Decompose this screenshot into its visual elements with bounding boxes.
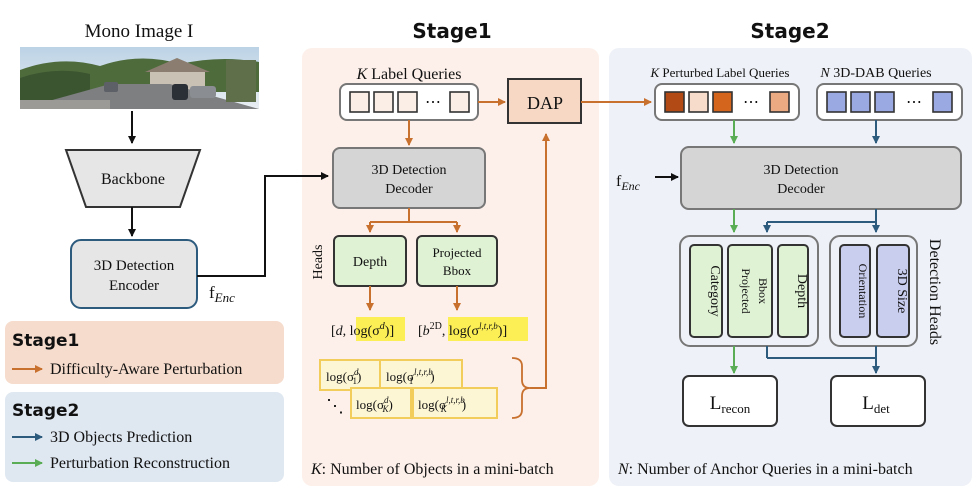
heads-label: Heads	[311, 245, 326, 280]
encoder-line1: 3D Detection	[94, 258, 175, 274]
stage1-depth-label: Depth	[353, 255, 387, 270]
category-label: Category	[707, 265, 722, 316]
stage2-projected-label: Projected	[739, 268, 753, 313]
query-ellipsis-1: ⋯	[425, 94, 441, 111]
legend-stage2-box	[5, 392, 284, 482]
mono-image-thumbnail	[20, 47, 259, 109]
perturbed-query-tokens	[664, 91, 790, 113]
fenc-label-right: fEnc	[616, 173, 641, 193]
stage1-decoder-block	[332, 147, 486, 209]
bbox-out-highlight	[448, 317, 528, 341]
legend-stage2-item1: 3D Objects Prediction	[50, 429, 192, 446]
stage1-decoder-line2: Decoder	[385, 182, 433, 197]
backbone-label: Backbone	[101, 171, 165, 188]
dap-block	[507, 78, 582, 124]
query-ellipsis-3: ⋯	[906, 94, 922, 111]
stage2-decoder-line1: 3D Detection	[763, 163, 838, 178]
legend-stage1-title: Stage1	[12, 331, 79, 351]
mono-image-title: Mono Image I	[85, 21, 194, 42]
legend-stage1-item: Difficulty-Aware Perturbation	[50, 361, 242, 378]
legend-stage1-box	[5, 321, 284, 384]
orientation-label: Orientation	[856, 264, 870, 319]
reconstruction-heads-group	[679, 235, 819, 347]
size3d-head	[876, 244, 910, 338]
detection-encoder-block	[70, 239, 198, 309]
legend-stage2-title: Stage2	[12, 401, 79, 421]
l-recon-label: Lrecon	[710, 393, 751, 416]
perturbed-queries-label: K Perturbed Label Queries	[650, 65, 790, 80]
dap-label: DAP	[527, 93, 563, 113]
l-det-box	[830, 375, 926, 427]
legend-stage2-item2: Perturbation Reconstruction	[50, 455, 230, 472]
stage2-depth-head	[777, 244, 809, 338]
stage2-footnote: N: Number of Anchor Queries in a mini-ba…	[617, 461, 913, 478]
uncertainty-table	[319, 359, 498, 419]
stage2-bbox-label: Bbox	[756, 278, 770, 304]
dab-query-tokens	[826, 91, 953, 113]
prediction-heads-group	[829, 235, 918, 347]
detection-heads-label: Detection Heads	[926, 239, 943, 345]
stage1-projected-label: Projected	[432, 245, 482, 260]
stage2-projected-bbox-head	[727, 244, 773, 338]
category-head	[689, 244, 723, 338]
query-ellipsis-2: ⋯	[743, 94, 759, 111]
table-ellipsis: ⋱	[326, 396, 344, 416]
stage1-decoder-line1: 3D Detection	[371, 163, 446, 178]
stage1-bbox-label: Bbox	[443, 263, 472, 278]
stage2-depth-label: Depth	[794, 274, 809, 308]
dab-queries-label: N 3D-DAB Queries	[819, 66, 931, 81]
depth-out-highlight	[356, 317, 405, 341]
orientation-head	[839, 244, 871, 338]
fenc-label-left: fEnc	[209, 283, 235, 305]
label-query-tokens	[349, 91, 470, 113]
backbone-block	[64, 149, 202, 208]
l-recon-box	[682, 375, 778, 427]
encoder-line2: Encoder	[109, 278, 159, 294]
stage2-title: Stage2	[750, 19, 829, 43]
stage1-title: Stage1	[412, 19, 491, 43]
stage2-decoder-line2: Decoder	[777, 182, 825, 197]
depth-output: [d, log(σd)]	[331, 321, 394, 339]
stage1-projected-bbox-head	[416, 235, 498, 287]
stage1-queries-label: K Label Queries	[356, 66, 462, 83]
stage1-footnote: K: Number of Objects in a mini-batch	[310, 461, 554, 478]
size3d-label: 3D Size	[894, 269, 909, 314]
l-det-label: Ldet	[862, 393, 890, 416]
stage2-decoder-block	[680, 146, 962, 210]
